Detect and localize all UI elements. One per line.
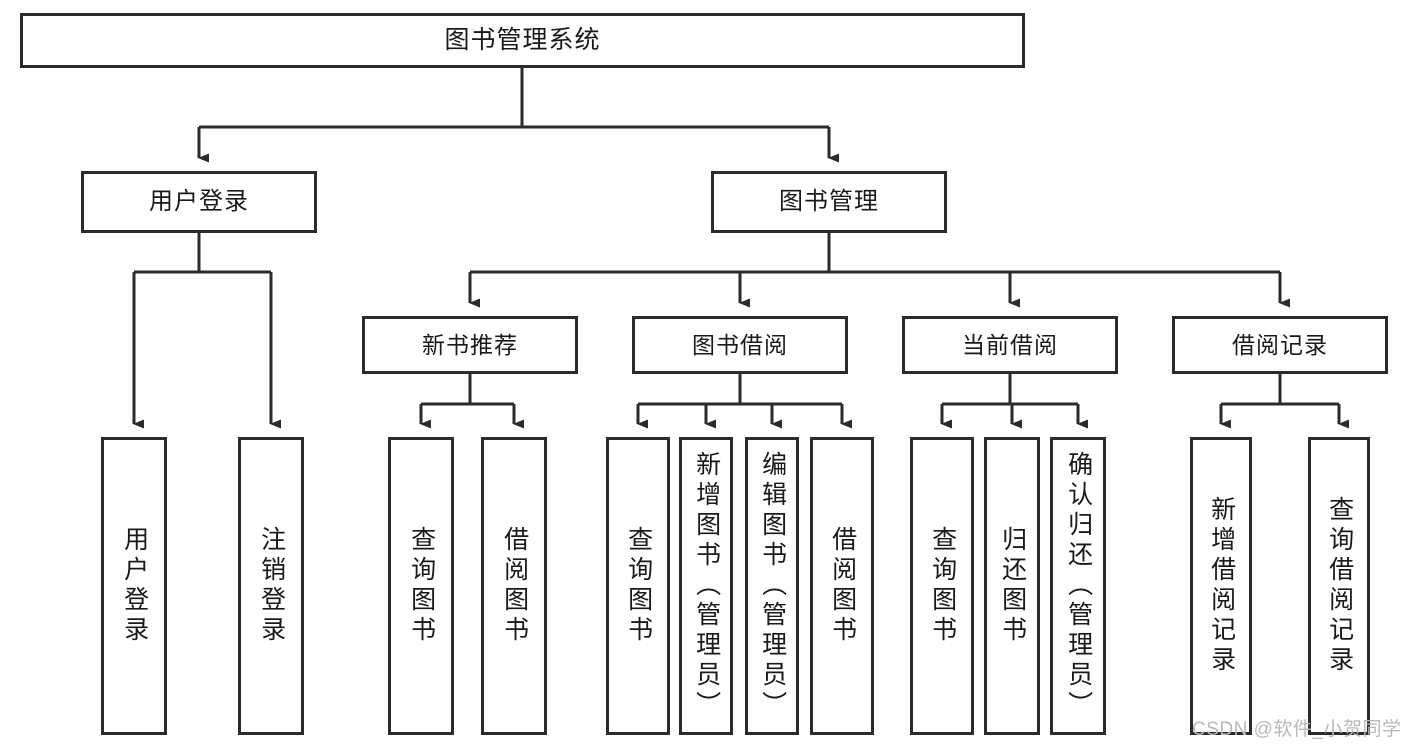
node-label: 查询借阅记录 bbox=[1325, 496, 1354, 676]
node-root-system[interactable]: 图书管理系统 bbox=[20, 13, 1025, 68]
node-book-manage[interactable]: 图书管理 bbox=[711, 171, 947, 233]
node-leaf-query-book-borrow[interactable]: 查询图书 bbox=[606, 437, 670, 735]
node-leaf-query-book-current[interactable]: 查询图书 bbox=[910, 437, 974, 735]
node-label: 图书借阅 bbox=[692, 331, 788, 358]
node-user-login[interactable]: 用户登录 bbox=[81, 171, 317, 233]
node-leaf-logout-login[interactable]: 注销登录 bbox=[238, 437, 304, 735]
node-label: 查询图书 bbox=[624, 526, 653, 646]
node-label: 新书推荐 bbox=[422, 331, 518, 358]
node-label: 新增借阅记录 bbox=[1207, 496, 1236, 676]
connector-edges bbox=[132, 68, 1349, 429]
node-label: 新增图书（管理员） bbox=[692, 451, 721, 721]
node-leaf-edit-book-admin[interactable]: 编辑图书（管理员） bbox=[745, 437, 799, 735]
node-label: 查询图书 bbox=[407, 526, 436, 646]
node-label: 借阅记录 bbox=[1232, 331, 1328, 358]
node-current-borrow[interactable]: 当前借阅 bbox=[902, 316, 1118, 374]
node-label: 用户登录 bbox=[149, 188, 249, 215]
node-label: 图书管理 bbox=[779, 188, 879, 215]
node-new-book-recommend[interactable]: 新书推荐 bbox=[362, 316, 578, 374]
node-leaf-user-login[interactable]: 用户登录 bbox=[101, 437, 167, 735]
node-label: 用户登录 bbox=[120, 526, 149, 646]
node-leaf-add-book-admin[interactable]: 新增图书（管理员） bbox=[679, 437, 733, 735]
node-leaf-return-book[interactable]: 归还图书 bbox=[984, 437, 1040, 735]
node-label: 查询图书 bbox=[928, 526, 957, 646]
node-label: 图书管理系统 bbox=[444, 25, 601, 54]
node-label: 编辑图书（管理员） bbox=[758, 451, 787, 721]
node-leaf-confirm-return-admin[interactable]: 确认归还（管理员） bbox=[1050, 437, 1106, 735]
node-label: 借阅图书 bbox=[500, 526, 529, 646]
node-label: 注销登录 bbox=[257, 526, 286, 646]
node-label: 当前借阅 bbox=[962, 331, 1058, 358]
node-book-borrow[interactable]: 图书借阅 bbox=[632, 316, 848, 374]
node-leaf-borrow-book[interactable]: 借阅图书 bbox=[810, 437, 874, 735]
node-label: 确认归还（管理员） bbox=[1064, 451, 1093, 721]
node-label: 借阅图书 bbox=[828, 526, 857, 646]
node-borrow-record[interactable]: 借阅记录 bbox=[1172, 316, 1388, 374]
node-leaf-borrow-book-new[interactable]: 借阅图书 bbox=[481, 437, 547, 735]
node-label: 归还图书 bbox=[998, 526, 1027, 646]
node-leaf-add-borrow-record[interactable]: 新增借阅记录 bbox=[1190, 437, 1252, 735]
node-leaf-query-book-new[interactable]: 查询图书 bbox=[388, 437, 454, 735]
node-leaf-query-borrow-record[interactable]: 查询借阅记录 bbox=[1308, 437, 1370, 735]
